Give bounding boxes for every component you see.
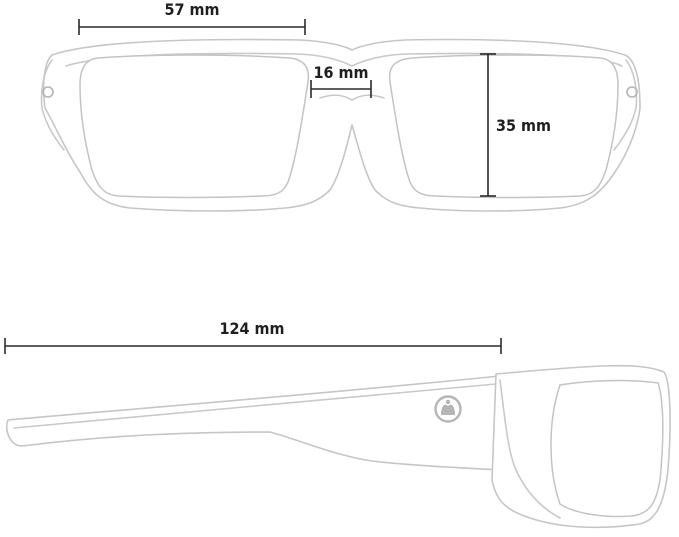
side-temple-inner-line	[13, 383, 497, 429]
dimension-bridge-width: 16 mm	[310, 63, 372, 98]
side-temple-arm	[6, 375, 501, 471]
side-view	[6, 364, 671, 529]
dimension-lens-width: 57 mm	[78, 0, 306, 35]
front-right-hinge	[613, 59, 638, 151]
front-nose-bridge	[319, 94, 385, 101]
bridge-width-label: 16 mm	[313, 63, 368, 82]
front-left-logo-icon	[42, 86, 54, 98]
front-right-logo-icon	[626, 86, 638, 98]
front-left-lens	[79, 54, 310, 199]
front-view	[40, 38, 641, 212]
side-logo-icon	[434, 395, 462, 423]
side-lens	[550, 379, 664, 518]
lens-height-label: 35 mm	[496, 116, 551, 135]
front-left-hinge	[40, 59, 65, 151]
lens-width-label: 57 mm	[164, 0, 219, 19]
dimension-lens-height: 35 mm	[480, 53, 551, 197]
front-right-lens	[388, 54, 619, 199]
temple-length-label: 124 mm	[219, 319, 284, 338]
side-frame-contour	[499, 379, 561, 519]
dimension-temple-length: 124 mm	[4, 319, 502, 354]
